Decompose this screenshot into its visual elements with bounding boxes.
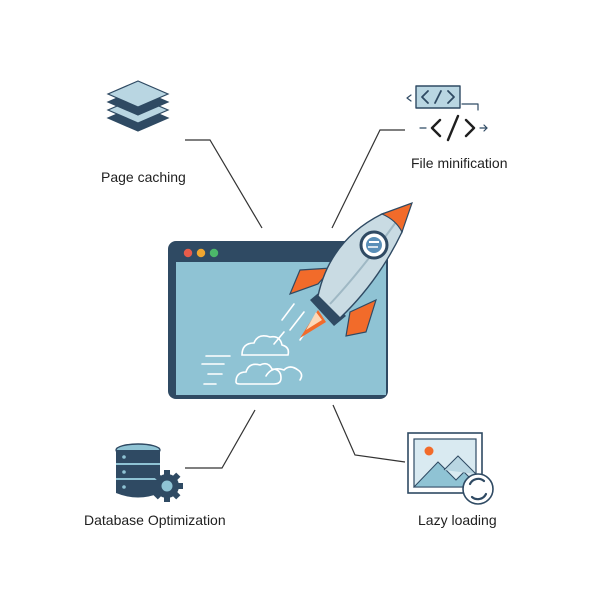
connector-lazy-loading	[332, 404, 406, 463]
loading-spinner-icon	[462, 473, 494, 505]
gear-icon	[151, 470, 183, 502]
image-loading-icon	[407, 432, 494, 505]
label-database-optimization: Database Optimization	[84, 512, 226, 528]
database-gear-icon	[115, 443, 183, 502]
database-icon	[115, 443, 161, 498]
rocket-icon	[288, 202, 413, 338]
connector-lines	[185, 129, 406, 469]
window-dot-yellow	[196, 248, 206, 258]
label-file-minification: File minification	[411, 155, 508, 171]
window-dot-red	[183, 248, 193, 258]
connector-database	[185, 409, 256, 469]
code-brackets-icon	[406, 85, 488, 142]
connector-file-minification	[331, 129, 405, 229]
label-page-caching: Page caching	[101, 169, 186, 185]
window-dot-green	[209, 248, 219, 258]
connector-page-caching	[185, 139, 263, 229]
label-lazy-loading: Lazy loading	[418, 512, 497, 528]
stacked-layers-icon	[106, 80, 170, 132]
